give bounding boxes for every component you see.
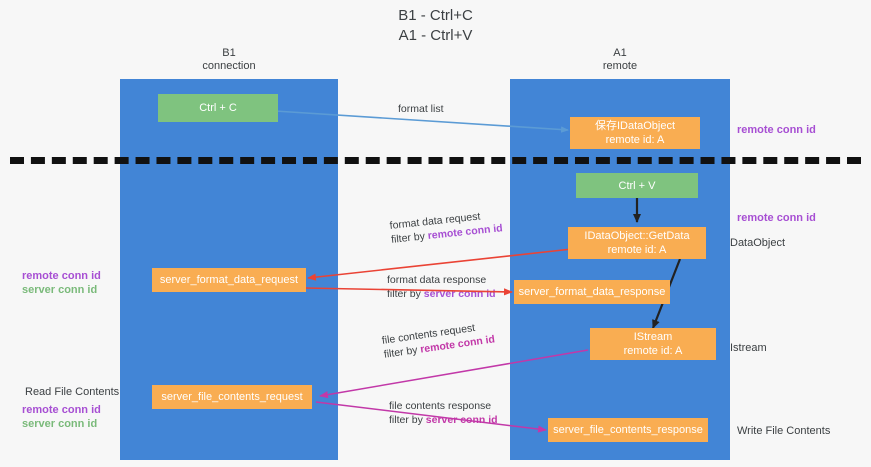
annotation-right-remote-conn-id-top: remote conn id xyxy=(737,124,816,136)
annotation-right-remote-conn-id-mid: remote conn id xyxy=(737,212,816,224)
node-getdata-title: IDataObject::GetData xyxy=(584,230,690,242)
node-idataobject[interactable]: 保存IDataObject remote id: A xyxy=(570,117,700,149)
node-istream-title: IStream xyxy=(633,331,673,343)
node-istream-sub: remote id: A xyxy=(623,345,683,357)
edge-label-format-list: format list xyxy=(398,103,444,115)
edge-label-format-data-response: format data response filter by server co… xyxy=(387,274,496,300)
annotation-left-conn-ids-top: remote conn id server conn id xyxy=(22,269,101,297)
node-server-format-data-response-label: server_format_data_response xyxy=(518,286,666,298)
node-istream[interactable]: IStream remote id: A xyxy=(590,328,716,360)
node-ctrl-c[interactable]: Ctrl + C xyxy=(158,94,278,122)
edge-label-file-contents-response-filter: filter by server conn id xyxy=(389,414,498,426)
lane-b1-name: B1 xyxy=(222,47,236,59)
node-getdata-sub: remote id: A xyxy=(607,244,667,256)
node-server-file-contents-response[interactable]: server_file_contents_response xyxy=(548,418,708,442)
node-ctrl-v-label: Ctrl + V xyxy=(618,179,656,192)
annotation-left-server-conn-id-2: server conn id xyxy=(22,418,98,430)
node-server-format-data-request-label: server_format_data_request xyxy=(159,274,299,286)
annotation-left-remote-conn-id-2: remote conn id xyxy=(22,404,101,416)
title-line-2: A1 - Ctrl+V xyxy=(398,27,473,44)
lane-header-b1: B1 connection xyxy=(120,47,338,73)
edge-label-format-data-response-filter: filter by server conn id xyxy=(387,288,496,300)
edge-label-format-data-request: format data request filter by remote con… xyxy=(389,210,504,246)
edge-label-file-contents-request: file contents request filter by remote c… xyxy=(381,321,496,361)
node-idataobject-title: 保存IDataObject xyxy=(594,120,676,132)
node-server-file-contents-response-label: server_file_contents_response xyxy=(553,424,703,436)
node-ctrl-c-label: Ctrl + C xyxy=(199,102,237,114)
node-server-file-contents-request-label: server_file_contents_request xyxy=(161,391,303,403)
node-server-format-data-response[interactable]: server_format_data_response xyxy=(514,280,670,304)
annotation-right-write-file-contents: Write File Contents xyxy=(737,425,831,437)
page-title: B1 - Ctrl+C A1 - Ctrl+V xyxy=(0,6,871,46)
annotation-right-istream: Istream xyxy=(730,342,767,354)
node-server-file-contents-request[interactable]: server_file_contents_request xyxy=(152,385,312,409)
phase-divider xyxy=(10,157,861,164)
title-line-1: B1 - Ctrl+C xyxy=(398,7,473,24)
lane-a1-sub: remote xyxy=(602,60,638,72)
annotation-left-read-file-contents: Read File Contents xyxy=(25,386,120,398)
annotation-left-remote-conn-id-1: remote conn id xyxy=(22,270,101,282)
node-server-format-data-request[interactable]: server_format_data_request xyxy=(152,268,306,292)
lane-a1-name: A1 xyxy=(613,47,627,59)
annotation-left-server-conn-id-1: server conn id xyxy=(22,284,98,296)
annotation-left-conn-ids-bottom: remote conn id server conn id xyxy=(22,403,101,431)
annotation-right-dataobject: DataObject xyxy=(730,237,786,249)
lane-header-a1: A1 remote xyxy=(510,47,730,73)
node-idataobject-getdata[interactable]: IDataObject::GetData remote id: A xyxy=(568,227,706,259)
lane-b1-sub: connection xyxy=(202,60,256,72)
node-idataobject-sub: remote id: A xyxy=(605,134,665,146)
edge-label-file-contents-response: file contents response filter by server … xyxy=(389,400,498,426)
node-ctrl-v[interactable]: Ctrl + V xyxy=(576,173,698,198)
